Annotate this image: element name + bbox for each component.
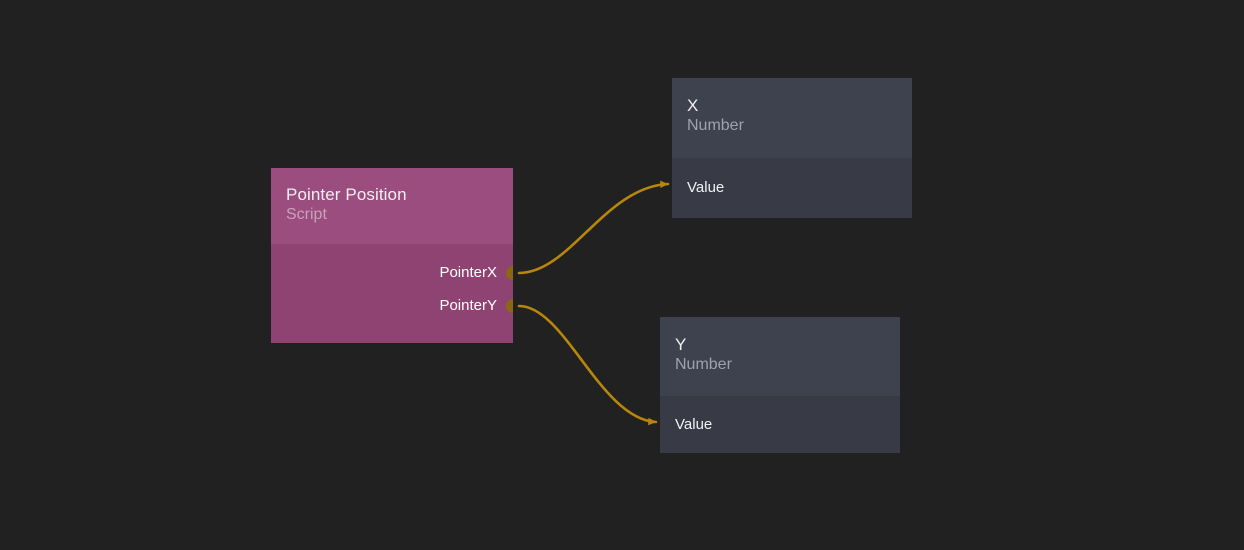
node-pointer-position-subtitle: Script bbox=[286, 206, 327, 223]
node-pointer-position-title: Pointer Position bbox=[286, 185, 407, 204]
node-number-y-value-row[interactable]: Value bbox=[660, 396, 900, 453]
node-number-x-subtitle: Number bbox=[687, 117, 744, 134]
output-port-dot-icon[interactable] bbox=[506, 298, 513, 313]
node-number-x-header[interactable]: X Number bbox=[672, 78, 912, 158]
node-pointer-position[interactable]: Pointer Position Script PointerX Pointer… bbox=[271, 168, 513, 343]
edge-pointerx-to-x-value[interactable] bbox=[517, 180, 670, 275]
node-number-y[interactable]: Y Number Value bbox=[660, 317, 900, 453]
output-port-pointerx[interactable]: PointerX bbox=[271, 256, 513, 289]
node-number-y-title: Y bbox=[675, 335, 687, 354]
output-port-pointery-label: PointerY bbox=[439, 296, 497, 314]
node-number-x-title: X bbox=[687, 96, 699, 115]
output-port-pointery[interactable]: PointerY bbox=[271, 289, 513, 322]
node-pointer-position-header[interactable]: Pointer Position Script bbox=[271, 168, 513, 244]
output-port-pointerx-label: PointerX bbox=[439, 263, 497, 281]
node-number-x[interactable]: X Number Value bbox=[672, 78, 912, 218]
node-number-y-header[interactable]: Y Number bbox=[660, 317, 900, 396]
output-port-dot-icon[interactable] bbox=[506, 265, 513, 280]
edge-pointery-to-y-value[interactable] bbox=[517, 304, 658, 426]
node-number-y-value-label: Value bbox=[675, 415, 713, 433]
node-number-x-value-row[interactable]: Value bbox=[672, 158, 912, 218]
node-pointer-position-body: PointerX PointerY bbox=[271, 244, 513, 343]
node-number-x-value-label: Value bbox=[687, 179, 725, 196]
node-number-y-subtitle: Number bbox=[675, 356, 732, 373]
